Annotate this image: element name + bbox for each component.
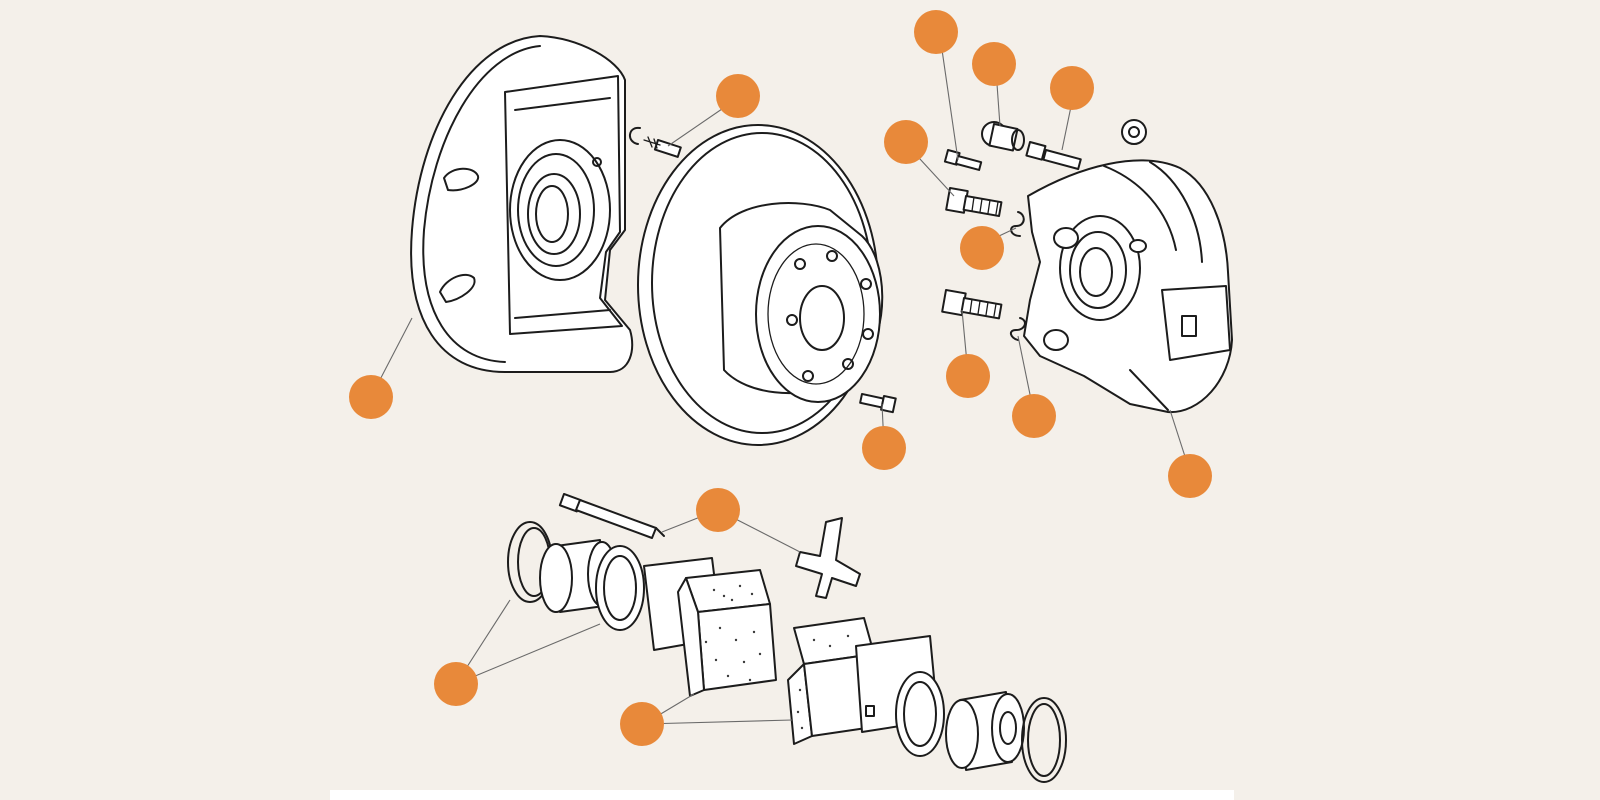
hotspot-spring-washer-lower[interactable] bbox=[1012, 394, 1056, 438]
disc-screw bbox=[859, 393, 897, 414]
pad-friction-texture-right bbox=[796, 634, 850, 730]
hotspot-caliper-bolt-upper[interactable] bbox=[884, 120, 928, 164]
hotspot-caliper-bolt-lower[interactable] bbox=[946, 354, 990, 398]
hotspot-bleed-screw[interactable] bbox=[914, 10, 958, 54]
locking-nut bbox=[1121, 119, 1147, 145]
hotspot-caliper-fitting[interactable] bbox=[1050, 66, 1094, 110]
hotspot-piston-seal-kit[interactable] bbox=[434, 662, 478, 706]
hotspot-pad-pin-and-spring[interactable] bbox=[696, 488, 740, 532]
hotspot-disc-screw[interactable] bbox=[862, 426, 906, 470]
brake-disc bbox=[637, 124, 884, 446]
bleed-screw bbox=[943, 149, 983, 171]
brake-caliper bbox=[1023, 159, 1233, 414]
bottom-panel-edge bbox=[330, 790, 1234, 800]
brake-pads-left bbox=[643, 557, 777, 697]
hotspots bbox=[349, 10, 1212, 746]
caliper-fitting bbox=[1025, 140, 1082, 170]
hotspot-brake-pads[interactable] bbox=[620, 702, 664, 746]
hotspot-spring-washer-upper[interactable] bbox=[960, 226, 1004, 270]
caliper-piston-seal-kit-left bbox=[507, 521, 645, 631]
shield-bolt bbox=[629, 126, 682, 158]
hotspot-shield-bolt[interactable] bbox=[716, 74, 760, 118]
spring-washer-lower bbox=[1010, 317, 1026, 341]
brake-pad-pin bbox=[558, 493, 665, 539]
caliper-bolt-lower bbox=[941, 289, 1003, 320]
brake-pads-right bbox=[787, 617, 939, 745]
bleed-valve-cap bbox=[981, 121, 1025, 152]
anti-rattle-spring bbox=[795, 517, 861, 599]
spring-washer-upper bbox=[1010, 211, 1025, 237]
dust-shield bbox=[410, 35, 634, 373]
caliper-piston-seal-kit-right bbox=[895, 671, 1067, 783]
hotspot-bleed-valve-cap[interactable] bbox=[972, 42, 1016, 86]
caliper-bolt-upper bbox=[945, 187, 1003, 218]
hotspot-dust-shield[interactable] bbox=[349, 375, 393, 419]
hotspot-brake-caliper[interactable] bbox=[1168, 454, 1212, 498]
pad-friction-texture-left bbox=[704, 584, 762, 682]
